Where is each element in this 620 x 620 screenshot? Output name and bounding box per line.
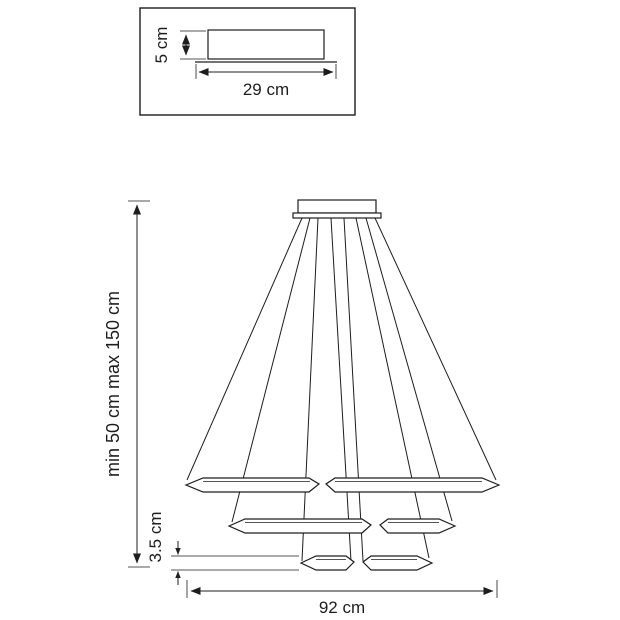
suspension-cables — [186, 217, 497, 562]
suspension-height-label: min 50 cm max 150 cm — [103, 291, 123, 477]
canopy-width-label: 29 cm — [243, 80, 289, 99]
ring-large — [184, 477, 501, 493]
canopy-height-dimension: 5 cm — [152, 27, 206, 64]
ring-middle — [227, 518, 457, 534]
ring-height-label: 3.5 cm — [146, 511, 165, 562]
canopy-side-view — [207, 29, 325, 60]
diameter-dimension: 92 cm — [186, 580, 498, 617]
canopy-detail-inset: 29 cm 5 cm — [139, 7, 356, 116]
ceiling-canopy — [292, 199, 382, 219]
pendant-main-view: min 50 cm max 150 cm 3.5 cm 92 cm — [103, 199, 501, 617]
ring-small — [299, 555, 434, 571]
suspension-height-dimension: min 50 cm max 150 cm — [103, 200, 150, 568]
inset-frame — [139, 7, 356, 116]
canopy-width-dimension: 29 cm — [195, 64, 337, 99]
diameter-label: 92 cm — [319, 598, 365, 617]
ring-height-dimension: 3.5 cm — [146, 511, 299, 585]
canopy-height-label: 5 cm — [152, 27, 171, 64]
